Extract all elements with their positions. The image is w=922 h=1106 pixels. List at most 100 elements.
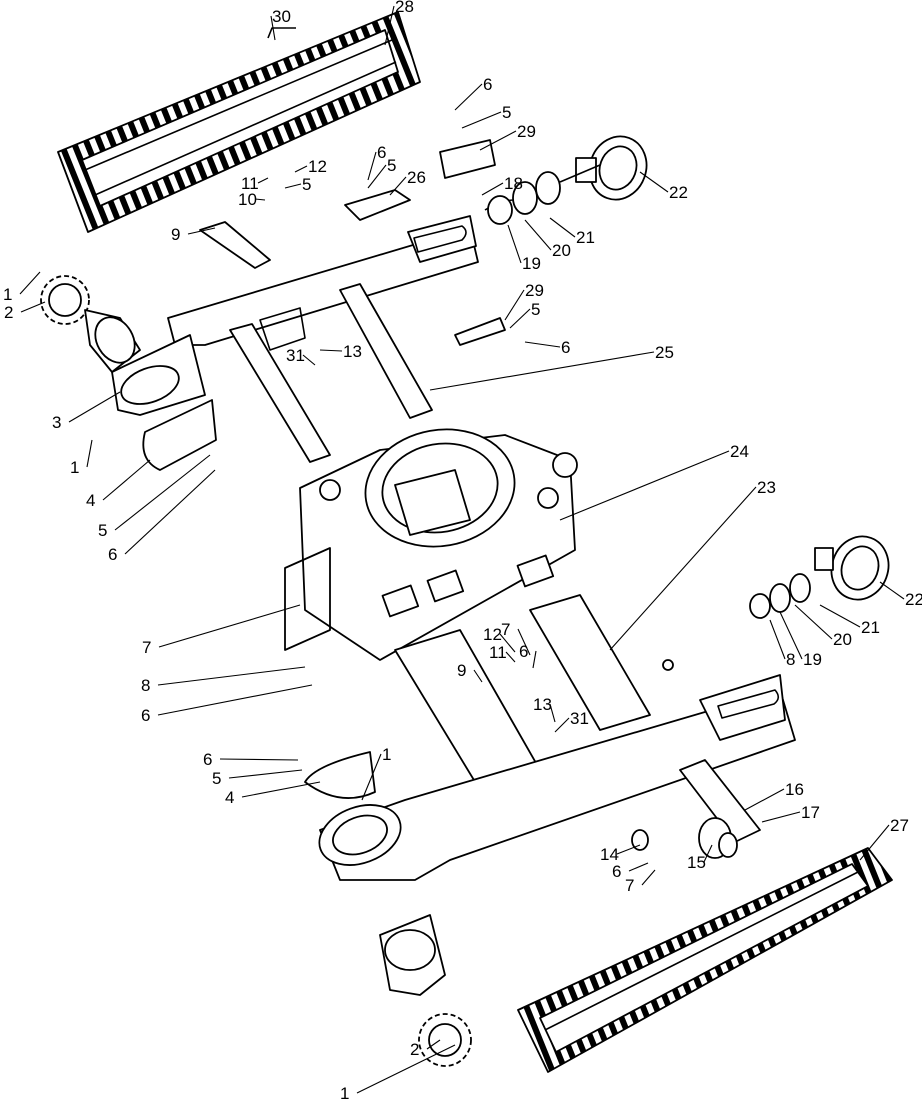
- leader-line: [219, 758, 299, 761]
- leader-line: [769, 619, 786, 660]
- callout-label-6: 6: [108, 545, 117, 564]
- leader-line: [302, 354, 316, 366]
- callout-label-19: 19: [803, 650, 822, 669]
- callout-label-6: 6: [561, 338, 570, 357]
- leader-line: [639, 171, 669, 193]
- callout-label-5: 5: [531, 300, 540, 319]
- callout-label-7: 7: [142, 638, 151, 657]
- leader-line: [509, 308, 531, 329]
- leader-line: [819, 604, 861, 628]
- leader-line: [461, 111, 502, 129]
- leader-line: [794, 604, 833, 640]
- leader-line: [124, 469, 216, 555]
- callout-label-5: 5: [98, 521, 107, 540]
- callout-label-20: 20: [833, 630, 852, 649]
- callout-label-16: 16: [785, 780, 804, 799]
- callout-label-29: 29: [517, 122, 536, 141]
- callout-label-12: 12: [483, 625, 502, 644]
- leader-line: [157, 666, 306, 686]
- upper-idler-assembly: [484, 135, 648, 225]
- leader-line: [102, 459, 151, 501]
- callout-label-17: 17: [801, 803, 820, 822]
- upper-bracket-29b: [454, 317, 506, 346]
- callout-label-28: 28: [395, 0, 414, 16]
- center-frame: [284, 428, 578, 661]
- bracket-26: [344, 189, 411, 221]
- callout-label-11: 11: [489, 643, 507, 662]
- callout-label-4: 4: [225, 788, 234, 807]
- callout-label-7: 7: [625, 876, 634, 895]
- leader-line: [284, 183, 302, 189]
- callout-label-31: 31: [286, 346, 305, 365]
- callout-label-7: 7: [501, 620, 510, 639]
- leader-line: [241, 781, 321, 798]
- callout-label-11: 11: [241, 174, 259, 193]
- callout-label-1: 1: [340, 1084, 349, 1103]
- leader-line: [294, 165, 308, 173]
- leader-line: [524, 219, 552, 251]
- leader-line: [779, 611, 803, 660]
- callout-label-6: 6: [203, 750, 212, 769]
- leader-line: [454, 83, 483, 111]
- callout-label-22: 22: [669, 183, 688, 202]
- leader-line: [356, 1044, 456, 1094]
- leader-line: [254, 198, 266, 201]
- leader-line: [517, 628, 531, 656]
- callout-label-26: 26: [407, 168, 426, 187]
- callout-label-1: 1: [70, 458, 79, 477]
- leader-line: [367, 151, 377, 181]
- leader-line: [507, 224, 522, 264]
- cover-14: [631, 829, 649, 851]
- callout-label-23: 23: [757, 478, 776, 497]
- leader-lines: [19, 5, 905, 1094]
- callout-label-6: 6: [519, 642, 528, 661]
- leader-line: [319, 349, 343, 352]
- callout-label-9: 9: [171, 225, 180, 244]
- leader-line: [499, 633, 516, 653]
- leader-line: [641, 869, 656, 886]
- leader-line: [859, 824, 890, 861]
- leader-line: [481, 182, 504, 196]
- upper-track-frame: [111, 215, 479, 463]
- leader-line: [187, 227, 216, 235]
- callout-label-6: 6: [141, 706, 150, 725]
- callout-label-10: 10: [238, 190, 257, 209]
- leader-line: [86, 439, 93, 468]
- callout-label-9: 9: [457, 661, 466, 680]
- leader-line: [479, 130, 517, 151]
- leader-line: [367, 164, 387, 189]
- leader-line: [426, 1039, 441, 1050]
- callout-label-12: 12: [308, 157, 327, 176]
- callout-label-29: 29: [525, 281, 544, 300]
- callout-label-2: 2: [410, 1040, 419, 1059]
- lower-idler-assembly: [749, 535, 890, 619]
- callout-label-31: 31: [570, 709, 589, 728]
- callout-label-22: 22: [905, 590, 922, 609]
- leader-line: [157, 684, 313, 716]
- callout-label-6: 6: [483, 75, 492, 94]
- callout-label-8: 8: [786, 650, 795, 669]
- callout-label-1: 1: [3, 285, 12, 304]
- callout-label-24: 24: [730, 442, 749, 461]
- leader-line: [384, 5, 395, 46]
- callout-label-5: 5: [302, 175, 311, 194]
- upper-cover-plate: [142, 399, 217, 471]
- leader-line: [20, 301, 46, 313]
- callout-label-5: 5: [387, 156, 396, 175]
- leader-line: [761, 811, 801, 823]
- lower-drive-sprocket: [379, 914, 472, 1067]
- upper-rubber-track: [57, 11, 421, 233]
- leader-line: [473, 669, 483, 683]
- leader-line: [158, 604, 301, 648]
- leader-line: [228, 769, 303, 779]
- callout-label-27: 27: [890, 816, 909, 835]
- leader-line: [554, 717, 570, 733]
- callout-label-15: 15: [687, 853, 706, 872]
- leader-line: [549, 703, 556, 723]
- leader-line: [628, 862, 649, 872]
- callout-label-5: 5: [212, 769, 221, 788]
- callout-label-1: 1: [382, 745, 391, 764]
- leader-line: [524, 341, 561, 348]
